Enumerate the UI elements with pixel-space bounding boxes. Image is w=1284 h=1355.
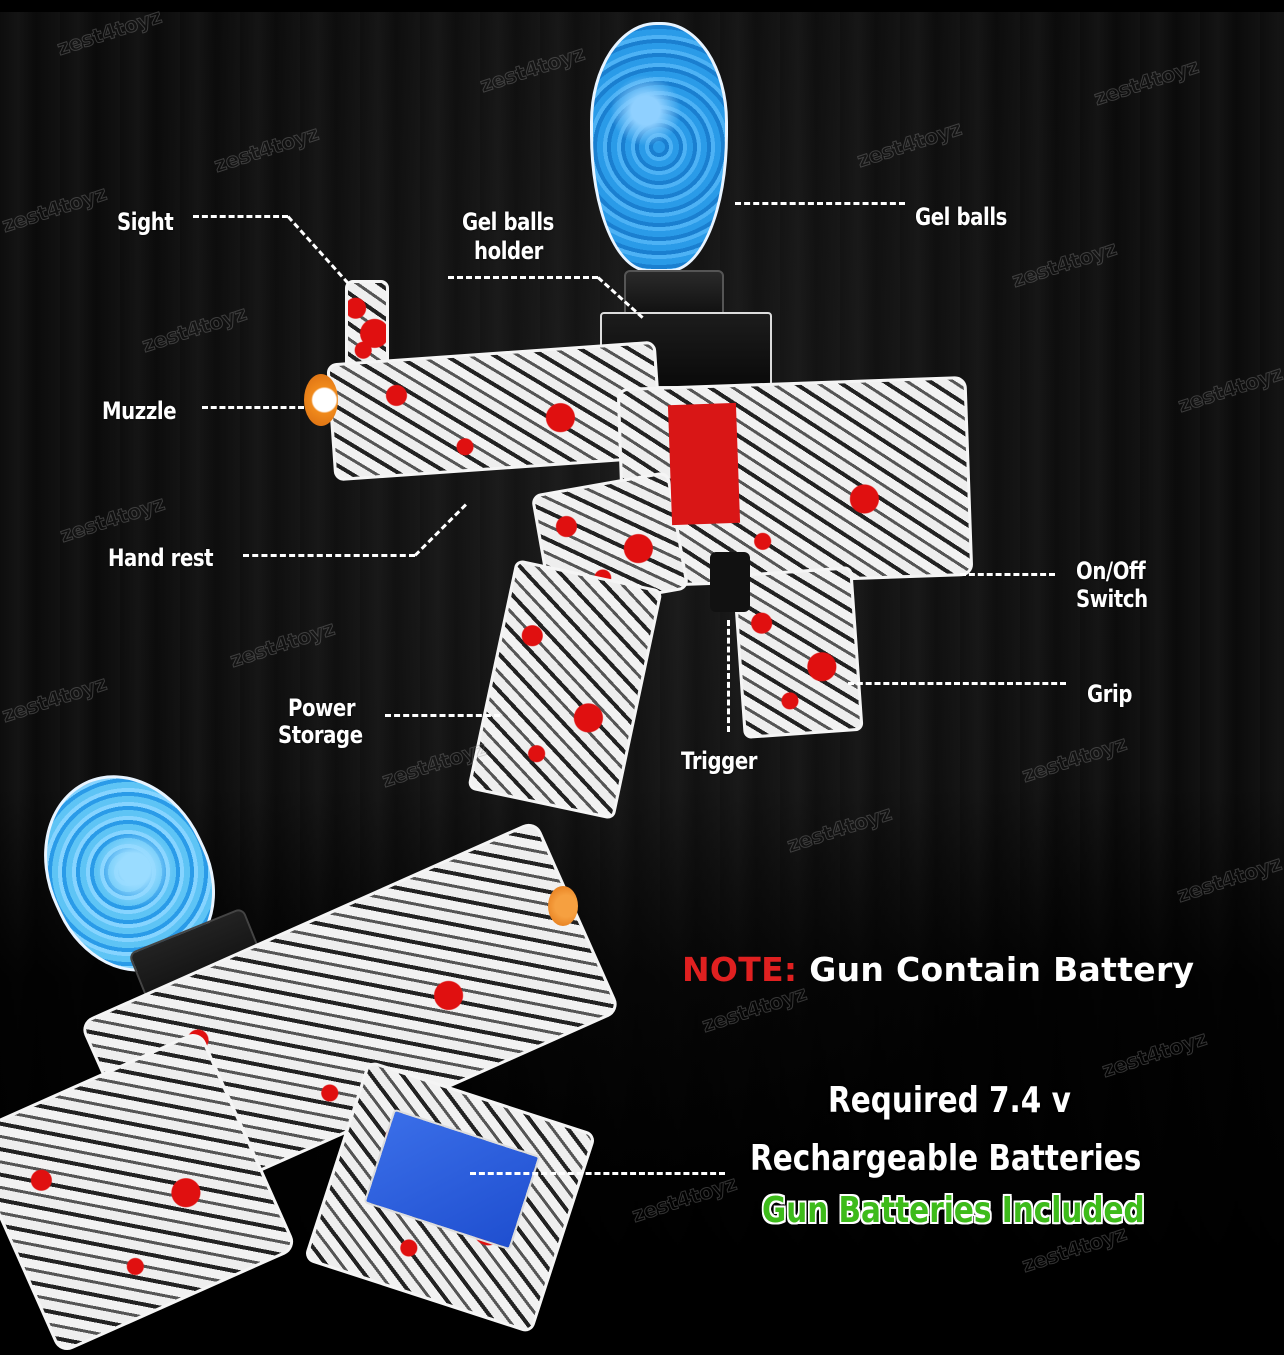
label-hand-rest: Hand rest — [108, 544, 214, 572]
watermark: zest4toyz — [53, 3, 165, 61]
note-text: Gun Contain Battery — [797, 950, 1195, 989]
gun-power-storage — [467, 558, 663, 821]
product-image: zest4toyz zest4toyz zest4toyz zest4toyz … — [0, 3, 1284, 1355]
label-gel-balls-holder-2: holder — [474, 237, 543, 265]
gun-grip — [732, 566, 864, 739]
gun-sight — [345, 280, 389, 370]
label-on-off-2: Switch — [1076, 585, 1148, 613]
battery-requirement-line2: Rechargeable Batteries — [750, 1138, 1142, 1179]
gel-balls-container — [590, 22, 728, 272]
watermark: zest4toyz — [1090, 53, 1202, 111]
label-muzzle: Muzzle — [102, 397, 177, 425]
watermark: zest4toyz — [210, 120, 322, 178]
watermark: zest4toyz — [138, 300, 250, 358]
watermark: zest4toyz — [628, 1170, 740, 1228]
note-prefix: NOTE: — [682, 950, 798, 989]
watermark: zest4toyz — [1173, 850, 1284, 908]
battery-note: NOTE: Gun Contain Battery — [682, 950, 1194, 989]
label-power-storage-1: Power — [288, 694, 356, 722]
watermark: zest4toyz — [783, 800, 895, 858]
label-power-storage-2: Storage — [278, 721, 363, 749]
gun-muzzle — [304, 374, 338, 426]
watermark: zest4toyz — [56, 490, 168, 548]
watermark: zest4toyz — [476, 40, 588, 98]
watermark: zest4toyz — [0, 180, 110, 238]
label-gel-balls-holder-1: Gel balls — [462, 208, 554, 236]
watermark: zest4toyz — [1018, 730, 1130, 788]
watermark: zest4toyz — [226, 615, 338, 673]
battery-requirement-line1: Required 7.4 v — [828, 1080, 1071, 1121]
watermark: zest4toyz — [1174, 360, 1284, 418]
label-sight: Sight — [117, 208, 174, 236]
label-trigger: Trigger — [681, 747, 758, 775]
label-on-off-1: On/Off — [1076, 557, 1146, 585]
gun-trigger — [710, 552, 750, 612]
batteries-included-text: Gun Batteries Included — [762, 1190, 1145, 1231]
watermark: zest4toyz — [1008, 235, 1120, 293]
watermark: zest4toyz — [1098, 1025, 1210, 1083]
watermark: zest4toyz — [853, 115, 965, 173]
gun-red-panel — [667, 402, 741, 526]
watermark: zest4toyz — [698, 980, 810, 1038]
gun2-muzzle — [548, 886, 578, 926]
gun-barrel — [326, 340, 664, 482]
label-grip: Grip — [1087, 680, 1133, 708]
watermark: zest4toyz — [0, 670, 110, 728]
label-gel-balls: Gel balls — [915, 203, 1007, 231]
